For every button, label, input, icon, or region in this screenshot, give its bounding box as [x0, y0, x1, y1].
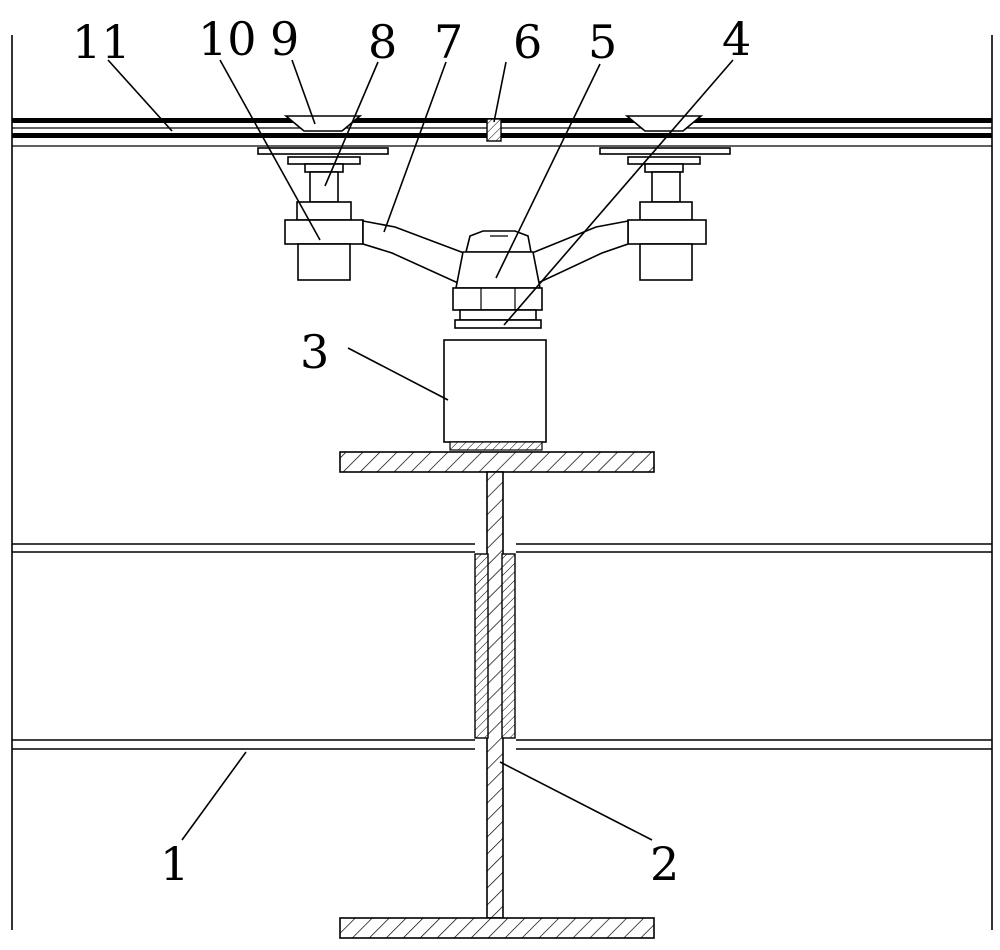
- label-2: 2: [650, 837, 679, 891]
- label-7: 7: [434, 15, 463, 69]
- left-wheel-assembly: [257, 115, 389, 281]
- label-11: 11: [72, 15, 131, 69]
- label-1: 1: [160, 837, 189, 891]
- central-hub: [452, 230, 543, 329]
- label-9: 9: [270, 12, 299, 66]
- i-beam: [339, 451, 655, 939]
- label-10: 10: [198, 12, 257, 66]
- track-joint-block: [486, 118, 502, 142]
- leader-lines: [107, 59, 734, 841]
- top-track: [12, 118, 992, 147]
- cross-plates: [12, 543, 992, 750]
- right-wheel-assembly: [599, 115, 731, 281]
- web-clamp: [474, 553, 516, 739]
- hanger-body: [443, 339, 547, 451]
- label-8: 8: [368, 15, 397, 69]
- label-3: 3: [300, 325, 329, 379]
- label-4: 4: [722, 12, 751, 66]
- label-6: 6: [513, 15, 542, 69]
- label-5: 5: [588, 15, 617, 69]
